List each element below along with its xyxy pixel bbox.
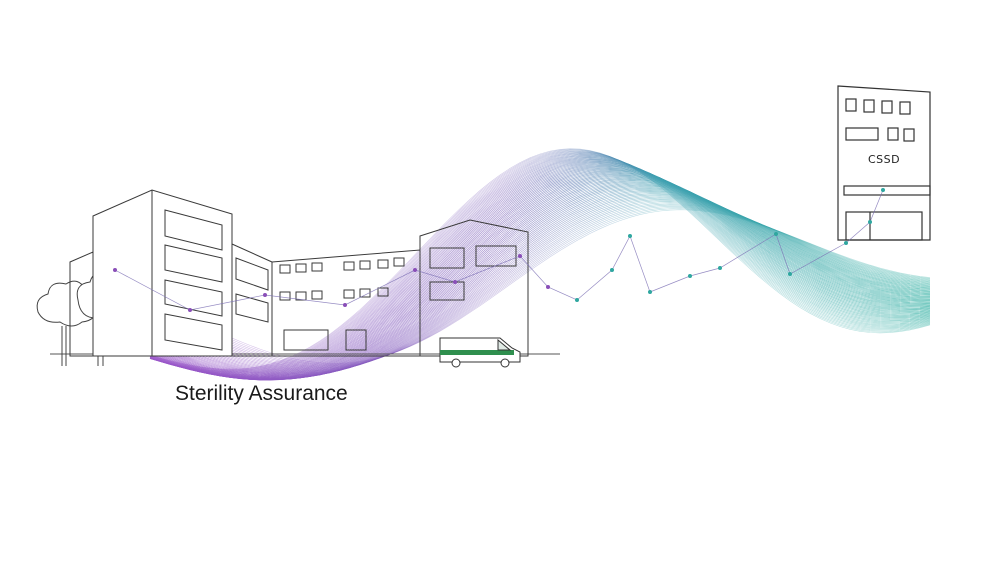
wave-line	[149, 156, 931, 376]
wave-line	[149, 150, 931, 372]
network-node	[881, 188, 885, 192]
network-node	[718, 266, 722, 270]
wave-line	[149, 148, 931, 370]
flowing-wave-lines	[149, 148, 931, 381]
wave-line	[149, 204, 931, 368]
ambulance-van-icon	[439, 337, 521, 368]
wave-line	[149, 152, 931, 373]
network-node	[688, 274, 692, 278]
wave-line	[149, 151, 931, 372]
cssd-building-label: CSSD	[868, 153, 901, 166]
wave-line	[149, 159, 931, 377]
wave-line	[149, 151, 931, 373]
wave-line	[149, 172, 931, 381]
wave-line	[149, 157, 931, 377]
wave-line	[149, 192, 931, 376]
wave-line	[149, 164, 931, 380]
network-node	[648, 290, 652, 294]
network-node	[453, 280, 457, 284]
wave-line	[149, 161, 931, 379]
wave-line	[149, 166, 931, 380]
wave-line	[149, 186, 931, 378]
network-node	[546, 285, 550, 289]
caption-sterility-assurance: Sterility Assurance	[175, 382, 348, 405]
network-node	[868, 220, 872, 224]
wave-line	[149, 162, 931, 379]
wave-line	[149, 166, 931, 380]
network-node	[263, 293, 267, 297]
network-node	[413, 268, 417, 272]
wave-line	[149, 158, 931, 377]
wave-line	[149, 150, 931, 371]
wave-line	[149, 148, 931, 370]
wave-line	[149, 167, 931, 380]
network-nodes	[113, 188, 885, 312]
cssd-building-icon	[837, 85, 931, 241]
wave-line	[149, 155, 931, 375]
wave-line	[149, 179, 931, 380]
network-node	[343, 303, 347, 307]
wave-line	[149, 152, 931, 373]
wave-line	[149, 196, 931, 373]
wave-line	[149, 163, 931, 379]
wave-line	[149, 157, 931, 376]
wave-line	[149, 165, 931, 380]
network-node	[575, 298, 579, 302]
wave-line	[149, 160, 931, 378]
network-node	[628, 234, 632, 238]
wave-line	[149, 149, 931, 371]
wave-line	[149, 173, 931, 381]
hospital-building-icon	[69, 189, 529, 357]
network-node	[188, 308, 192, 312]
network-node	[113, 268, 117, 272]
wave-line	[149, 154, 931, 374]
wave-line	[149, 156, 931, 376]
wave-line	[149, 182, 931, 379]
network-node	[844, 241, 848, 245]
network-node	[518, 254, 522, 258]
network-node	[774, 232, 778, 236]
wave-line	[149, 202, 931, 370]
wave-line	[149, 153, 931, 374]
network-node	[788, 272, 792, 276]
wave-line	[149, 162, 931, 379]
network-node	[610, 268, 614, 272]
wave-line	[149, 160, 931, 378]
wave-line	[149, 154, 931, 375]
wave-line	[149, 169, 931, 381]
